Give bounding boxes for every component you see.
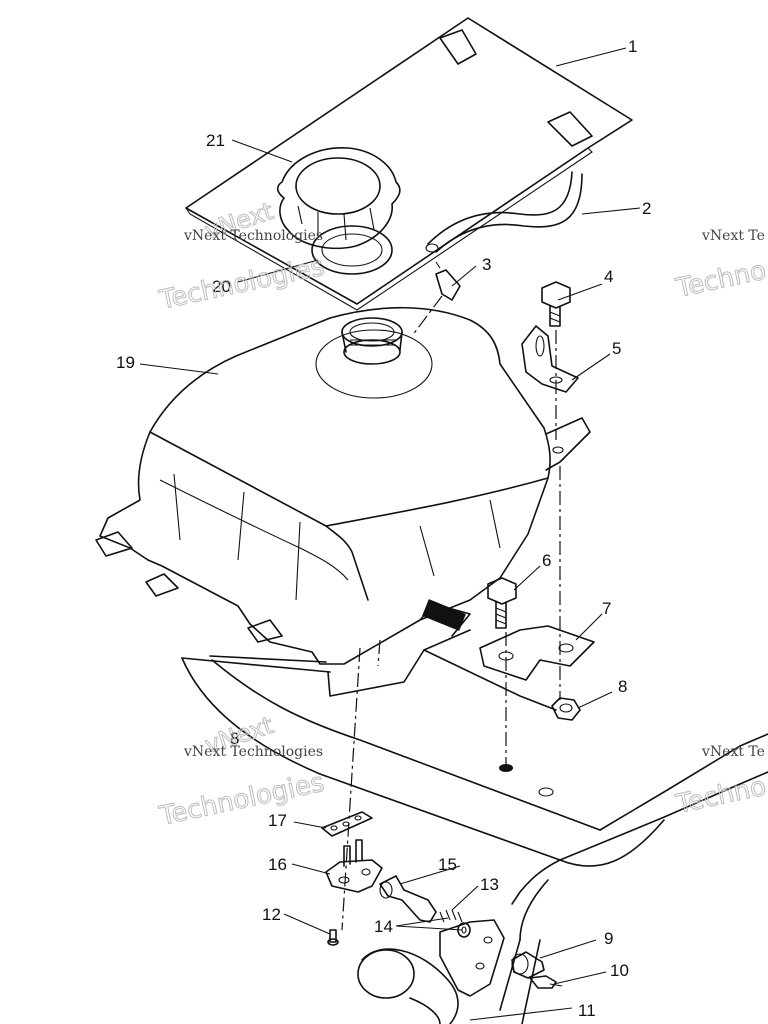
frame-rails: [181, 599, 768, 1024]
callout-19: 19: [116, 353, 135, 372]
cap-gasket-part-20: [311, 225, 393, 275]
callout-13: 13: [480, 875, 499, 894]
callout-2: 2: [642, 199, 651, 218]
callout-12: 12: [262, 905, 281, 924]
bracket-part-7: [479, 625, 595, 681]
callout-7: 7: [602, 599, 611, 618]
callout-6: 6: [542, 551, 551, 570]
petcock-bracket: [439, 919, 505, 997]
callout-15: 15: [438, 855, 457, 874]
watermark-middle: vNext vNext Technologies Technologies: [156, 711, 328, 833]
nut-part-8: [551, 697, 581, 721]
callout-16: 16: [268, 855, 287, 874]
bracket-part-5: [521, 325, 579, 393]
fuel-line-part-11: [357, 948, 459, 1024]
callout-8: 8: [618, 677, 627, 696]
clamp-part-9: [511, 951, 545, 979]
callout-1: 1: [628, 37, 637, 56]
vent-fitting-part-3: [435, 261, 461, 301]
callout-3: 3: [482, 255, 491, 274]
watermark-right-mid: vNext Te Techno: [672, 744, 768, 821]
assembly-centerlines: [341, 295, 561, 931]
watermark-small-right-mid: vNext Te: [701, 744, 765, 760]
plunger-part-15: [379, 875, 437, 923]
callout-11: 11: [578, 1001, 596, 1020]
watermark-small-top: vNext Technologies: [183, 228, 323, 244]
watermark-small-right-top: vNext Te: [701, 228, 765, 244]
watermark-big-mid-2: Technologies: [156, 768, 327, 832]
leader-lines: [139, 47, 641, 1021]
callout-9: 9: [604, 929, 613, 948]
vent-hose-part-2: [425, 171, 583, 253]
callout-14: 14: [374, 917, 393, 936]
callout-17: 17: [268, 811, 287, 830]
callout-21: 21: [206, 131, 225, 150]
watermark-big-right-top: Techno: [673, 256, 768, 304]
watermark-top: vNext vNext Technologies Technologies: [156, 197, 328, 317]
callout-5: 5: [612, 339, 621, 358]
watermark-big-top-2: Technologies: [156, 252, 327, 316]
tank-pad-part-1: [185, 17, 633, 311]
callout-8-frame: 8: [230, 729, 239, 748]
callout-10: 10: [610, 961, 629, 980]
callout-labels: 1 2 3 4 5 6 7 8 8 9 10 11 12 13 14 15 16…: [116, 37, 651, 1020]
petcock-gasket-part-17: [321, 811, 373, 837]
callout-4: 4: [604, 267, 613, 286]
fuel-tank-part-19: [95, 306, 591, 665]
spring-part-13: [439, 909, 463, 923]
callout-20: 20: [212, 277, 231, 296]
bolt-part-4: [541, 281, 571, 327]
fuel-cap-part-21: [276, 147, 401, 250]
petcock-part-16: [325, 839, 383, 893]
screw-part-12: [327, 929, 339, 946]
bolt-part-6: [487, 577, 517, 629]
watermark-small-mid: vNext Technologies: [183, 744, 323, 760]
screw-part-10: [529, 975, 563, 989]
watermark-right-top: vNext Te Techno: [672, 228, 768, 305]
